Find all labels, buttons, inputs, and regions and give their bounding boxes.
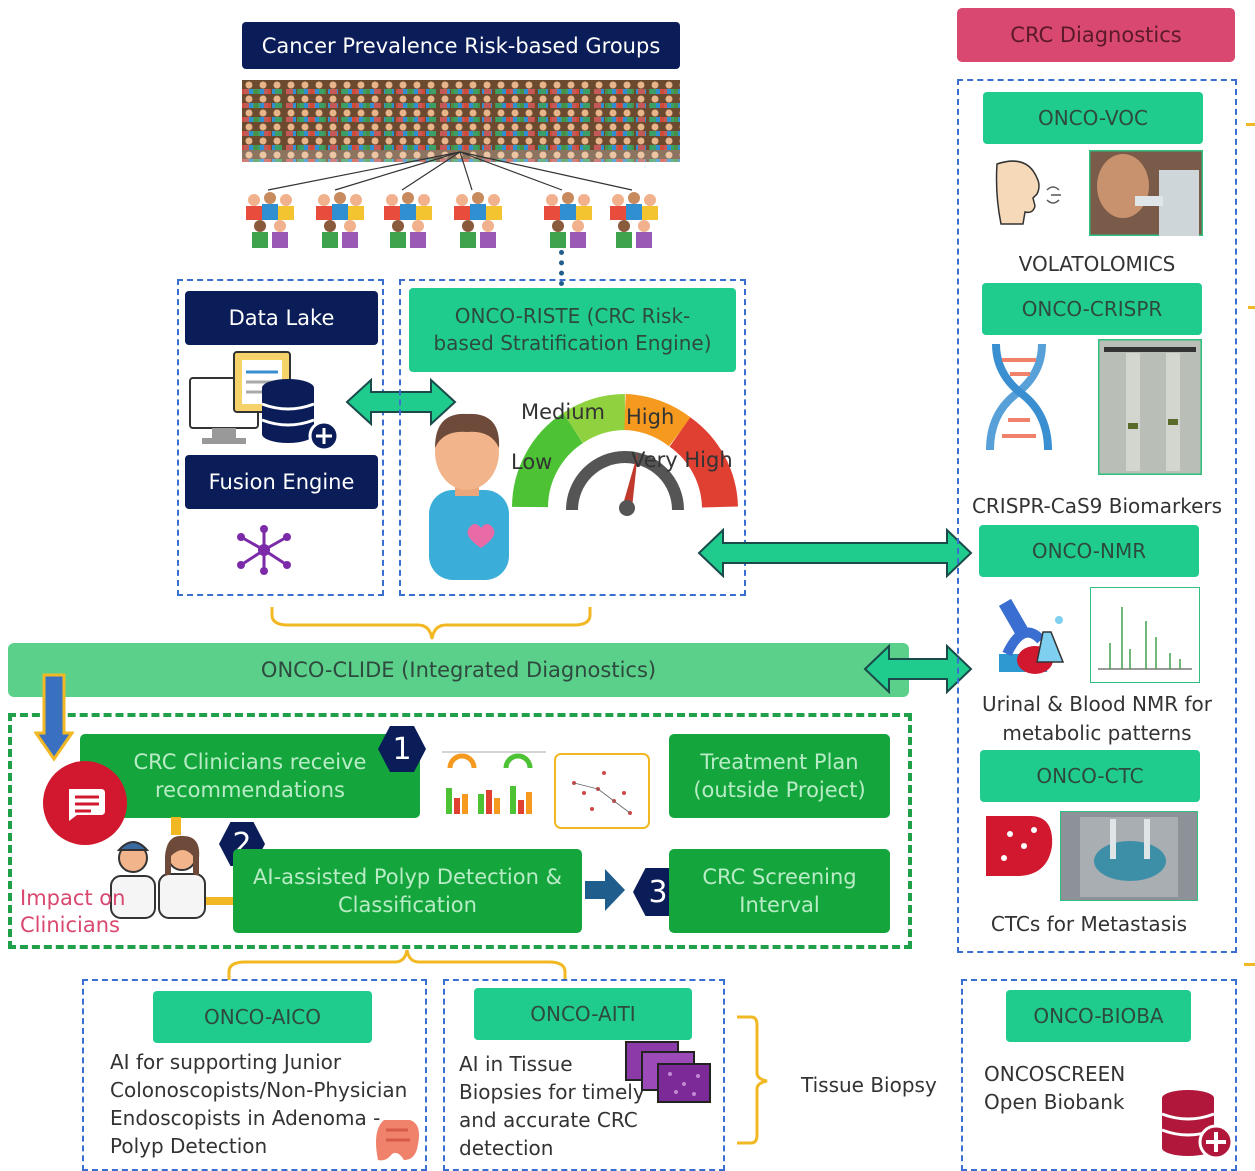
risk-gauge (512, 394, 738, 516)
aiti-panel (443, 979, 725, 1171)
group-connector-lines (267, 151, 633, 191)
riste-diagnostics-arrow (697, 528, 973, 578)
gauge-label-very-high: Very High (631, 448, 733, 472)
breath-test-photo (1089, 150, 1203, 236)
data-fusion-panel (177, 279, 384, 596)
aico-description: AI for supporting Junior Colonoscopists/… (110, 1050, 408, 1158)
doctors-icon (110, 835, 206, 919)
riste-panel (399, 279, 746, 596)
bioba-panel (961, 979, 1237, 1171)
onco-bioba-title: ONCO-BIOBA (1006, 990, 1191, 1042)
datalake-riste-arrow (345, 378, 457, 426)
tissue-biopsy-label: Tissue Biopsy (801, 1073, 937, 1097)
clinicians-panel (8, 713, 912, 949)
clinicians-receive-box: CRC Clinicians receive recommendations (80, 734, 420, 818)
right-edge-marker-1 (1246, 123, 1255, 126)
risk-groups-icons (246, 192, 658, 248)
nmr-spectrum-chart (1090, 587, 1200, 683)
crowd-image (242, 80, 680, 162)
impact-on-clinicians: Impact on Clinicians (20, 886, 126, 938)
right-edge-marker-2 (1248, 306, 1255, 309)
clide-down-arrow (34, 673, 74, 762)
bioba-description: ONCOSCREEN Open Biobank (984, 1062, 1126, 1114)
dna-icon (986, 343, 1052, 451)
diagnostics-panel (957, 79, 1237, 953)
crc-diagnostics-header: CRC Diagnostics (957, 8, 1235, 62)
clide-bar: ONCO-CLIDE (Integrated Diagnostics) (8, 643, 909, 697)
treatment-plan-box: Treatment Plan (outside Project) (669, 734, 890, 818)
colon-icon (376, 1120, 419, 1161)
tissue-biopsy-brace (737, 1015, 768, 1145)
gauge-label-medium: Medium (521, 400, 605, 424)
onco-voc-title: ONCO-VOC (983, 92, 1203, 144)
microscope-icon (998, 598, 1065, 674)
onco-crispr-title: ONCO-CRISPR (982, 283, 1202, 335)
aiti-description: AI in Tissue Biopsies for timely and acc… (459, 1052, 645, 1160)
onco-ctc-caption: CTCs for Metastasis (990, 912, 1188, 936)
ctc-cells-icon (986, 816, 1053, 876)
tissue-slides-icon (625, 1041, 711, 1103)
network-icon (237, 525, 291, 575)
biobank-database-icon (1161, 1090, 1234, 1160)
chat-message-icon (43, 761, 127, 845)
onco-ctc-title: ONCO-CTC (980, 750, 1200, 802)
polyp-detection-box: AI-assisted Polyp Detection & Classifica… (233, 849, 582, 933)
ctc-device-photo (1060, 811, 1198, 901)
clide-diagnostics-arrow (863, 644, 973, 694)
screening-interval-box: CRC Screening Interval (669, 849, 890, 933)
aiti-title: ONCO-AITI (474, 988, 692, 1040)
riste-title: ONCO-RISTE (CRC Risk-based Stratificatio… (409, 288, 736, 372)
aico-title: ONCO-AICO (153, 991, 372, 1043)
step-1-badge: 1 (378, 726, 426, 772)
onco-voc-caption: VOLATOLOMICS (1018, 252, 1176, 276)
panels-brace (270, 607, 592, 640)
database-icon (189, 351, 340, 452)
data-lake-label: Data Lake (185, 291, 378, 345)
onco-nmr-title: ONCO-NMR (979, 525, 1199, 577)
recommendation-charts (436, 738, 552, 826)
breath-icon (995, 160, 1061, 225)
patient-avatar (429, 413, 509, 580)
risk-groups-title: Cancer Prevalence Risk-based Groups (242, 22, 680, 69)
fusion-engine-label: Fusion Engine (185, 455, 378, 509)
scatter-plot-thumbnail (554, 753, 650, 829)
gauge-label-low: Low (511, 450, 553, 474)
right-edge-marker-3 (1244, 963, 1255, 966)
crispr-gel-photo (1098, 339, 1202, 475)
group-to-riste-link (559, 250, 564, 286)
onco-nmr-caption: Urinal & Blood NMR for metabolic pattern… (982, 692, 1212, 745)
gauge-label-high: High (626, 405, 675, 429)
polyp-brace (227, 949, 567, 980)
polyp-to-screening-arrow (585, 869, 625, 911)
aico-panel (82, 979, 427, 1171)
onco-crispr-caption: CRISPR-CaS9 Biomarkers (971, 494, 1223, 518)
